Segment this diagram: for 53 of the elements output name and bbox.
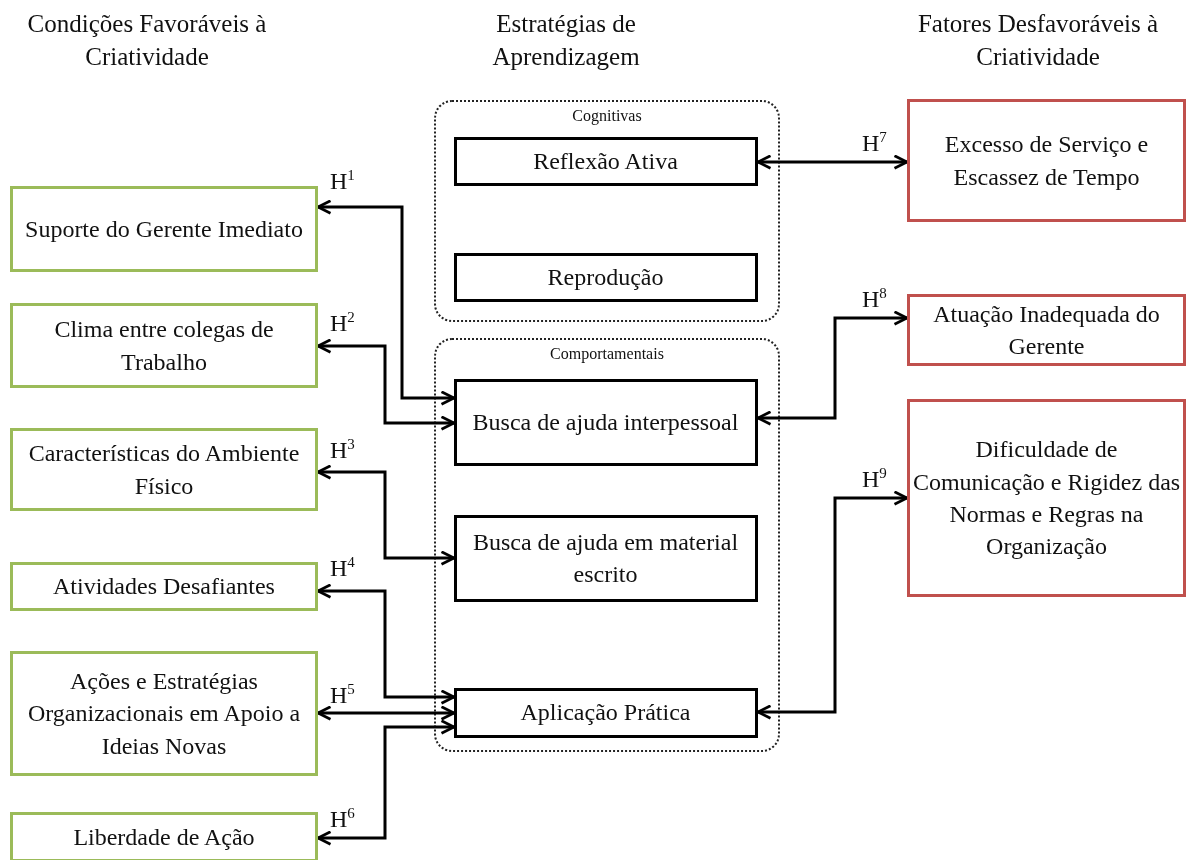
rect-box <box>453 687 758 738</box>
edge-label: H$^{1}$ <box>330 168 355 193</box>
rect-box <box>10 303 318 388</box>
box-label: Reprodução <box>547 262 664 292</box>
group-title: Cognitivas <box>572 106 642 126</box>
box-label: Liberdade de Ação <box>73 822 255 852</box>
box-label: Busca de ajuda interpessoal <box>472 407 739 437</box>
rect-box <box>907 99 1186 222</box>
edge-label: H$^{8}$ <box>862 286 887 311</box>
double-arrow <box>316 719 456 846</box>
double-arrow <box>756 154 909 170</box>
rect-box <box>453 252 758 302</box>
box-label: Aplicação Prática <box>520 698 691 728</box>
rect-box <box>453 136 758 186</box>
rect-box <box>453 514 758 602</box>
box-label: Dificuldade de Comunicação e Rigidez das Normas e Regras na Organização <box>911 435 1182 562</box>
rect-box <box>10 428 318 511</box>
double-arrow <box>756 490 909 720</box>
edge-label: H$^{3}$ <box>330 437 355 462</box>
rect-box <box>10 186 318 272</box>
edge-label: H$^{7}$ <box>862 130 887 155</box>
box-label: Clima entre colegas de Trabalho <box>53 315 275 377</box>
box-label: Reflexão Ativa <box>533 146 678 176</box>
rect-box <box>10 812 318 860</box>
double-arrow <box>316 199 456 406</box>
rect-box <box>10 562 318 611</box>
box-label: Busca de ajuda em material escrito <box>471 527 740 589</box>
edge-label: H$^{5}$ <box>330 682 355 707</box>
box-label: Atividades Desafiantes <box>53 572 275 602</box>
double-arrow <box>316 464 456 566</box>
edge-label: H$^{4}$ <box>330 555 355 580</box>
double-arrow <box>756 310 909 426</box>
box-label: Características do Ambiente Físico <box>27 439 301 501</box>
box-label: Ações e Estratégias Organizacionais em Apoio a Ideias Novas <box>26 666 302 761</box>
rect-box <box>453 378 758 466</box>
edge-label: H$^{2}$ <box>330 310 355 335</box>
group-title: Comportamentais <box>550 344 664 364</box>
double-arrow <box>316 338 456 431</box>
double-arrow <box>316 705 456 721</box>
column-heading: Fatores Desfavoráveis à Criatividade <box>916 9 1160 72</box>
box-label: Atuação Inadequada do Gerente <box>932 299 1161 361</box>
edge-label: H$^{6}$ <box>330 806 355 831</box>
column-heading: Condições Favoráveis à Criatividade <box>26 9 268 72</box>
box-label: Excesso de Serviço e Escassez de Tempo <box>943 130 1150 192</box>
rect-box <box>907 399 1186 597</box>
box-label: Suporte do Gerente Imediato <box>25 214 303 244</box>
column-heading: Estratégias de Aprendizagem <box>491 9 641 72</box>
rect-box <box>907 294 1186 366</box>
edge-label: H$^{9}$ <box>862 466 887 491</box>
dotted-group-frame <box>434 338 780 752</box>
double-arrow <box>316 583 456 705</box>
dotted-group-frame <box>434 100 780 322</box>
rect-box <box>10 651 318 776</box>
